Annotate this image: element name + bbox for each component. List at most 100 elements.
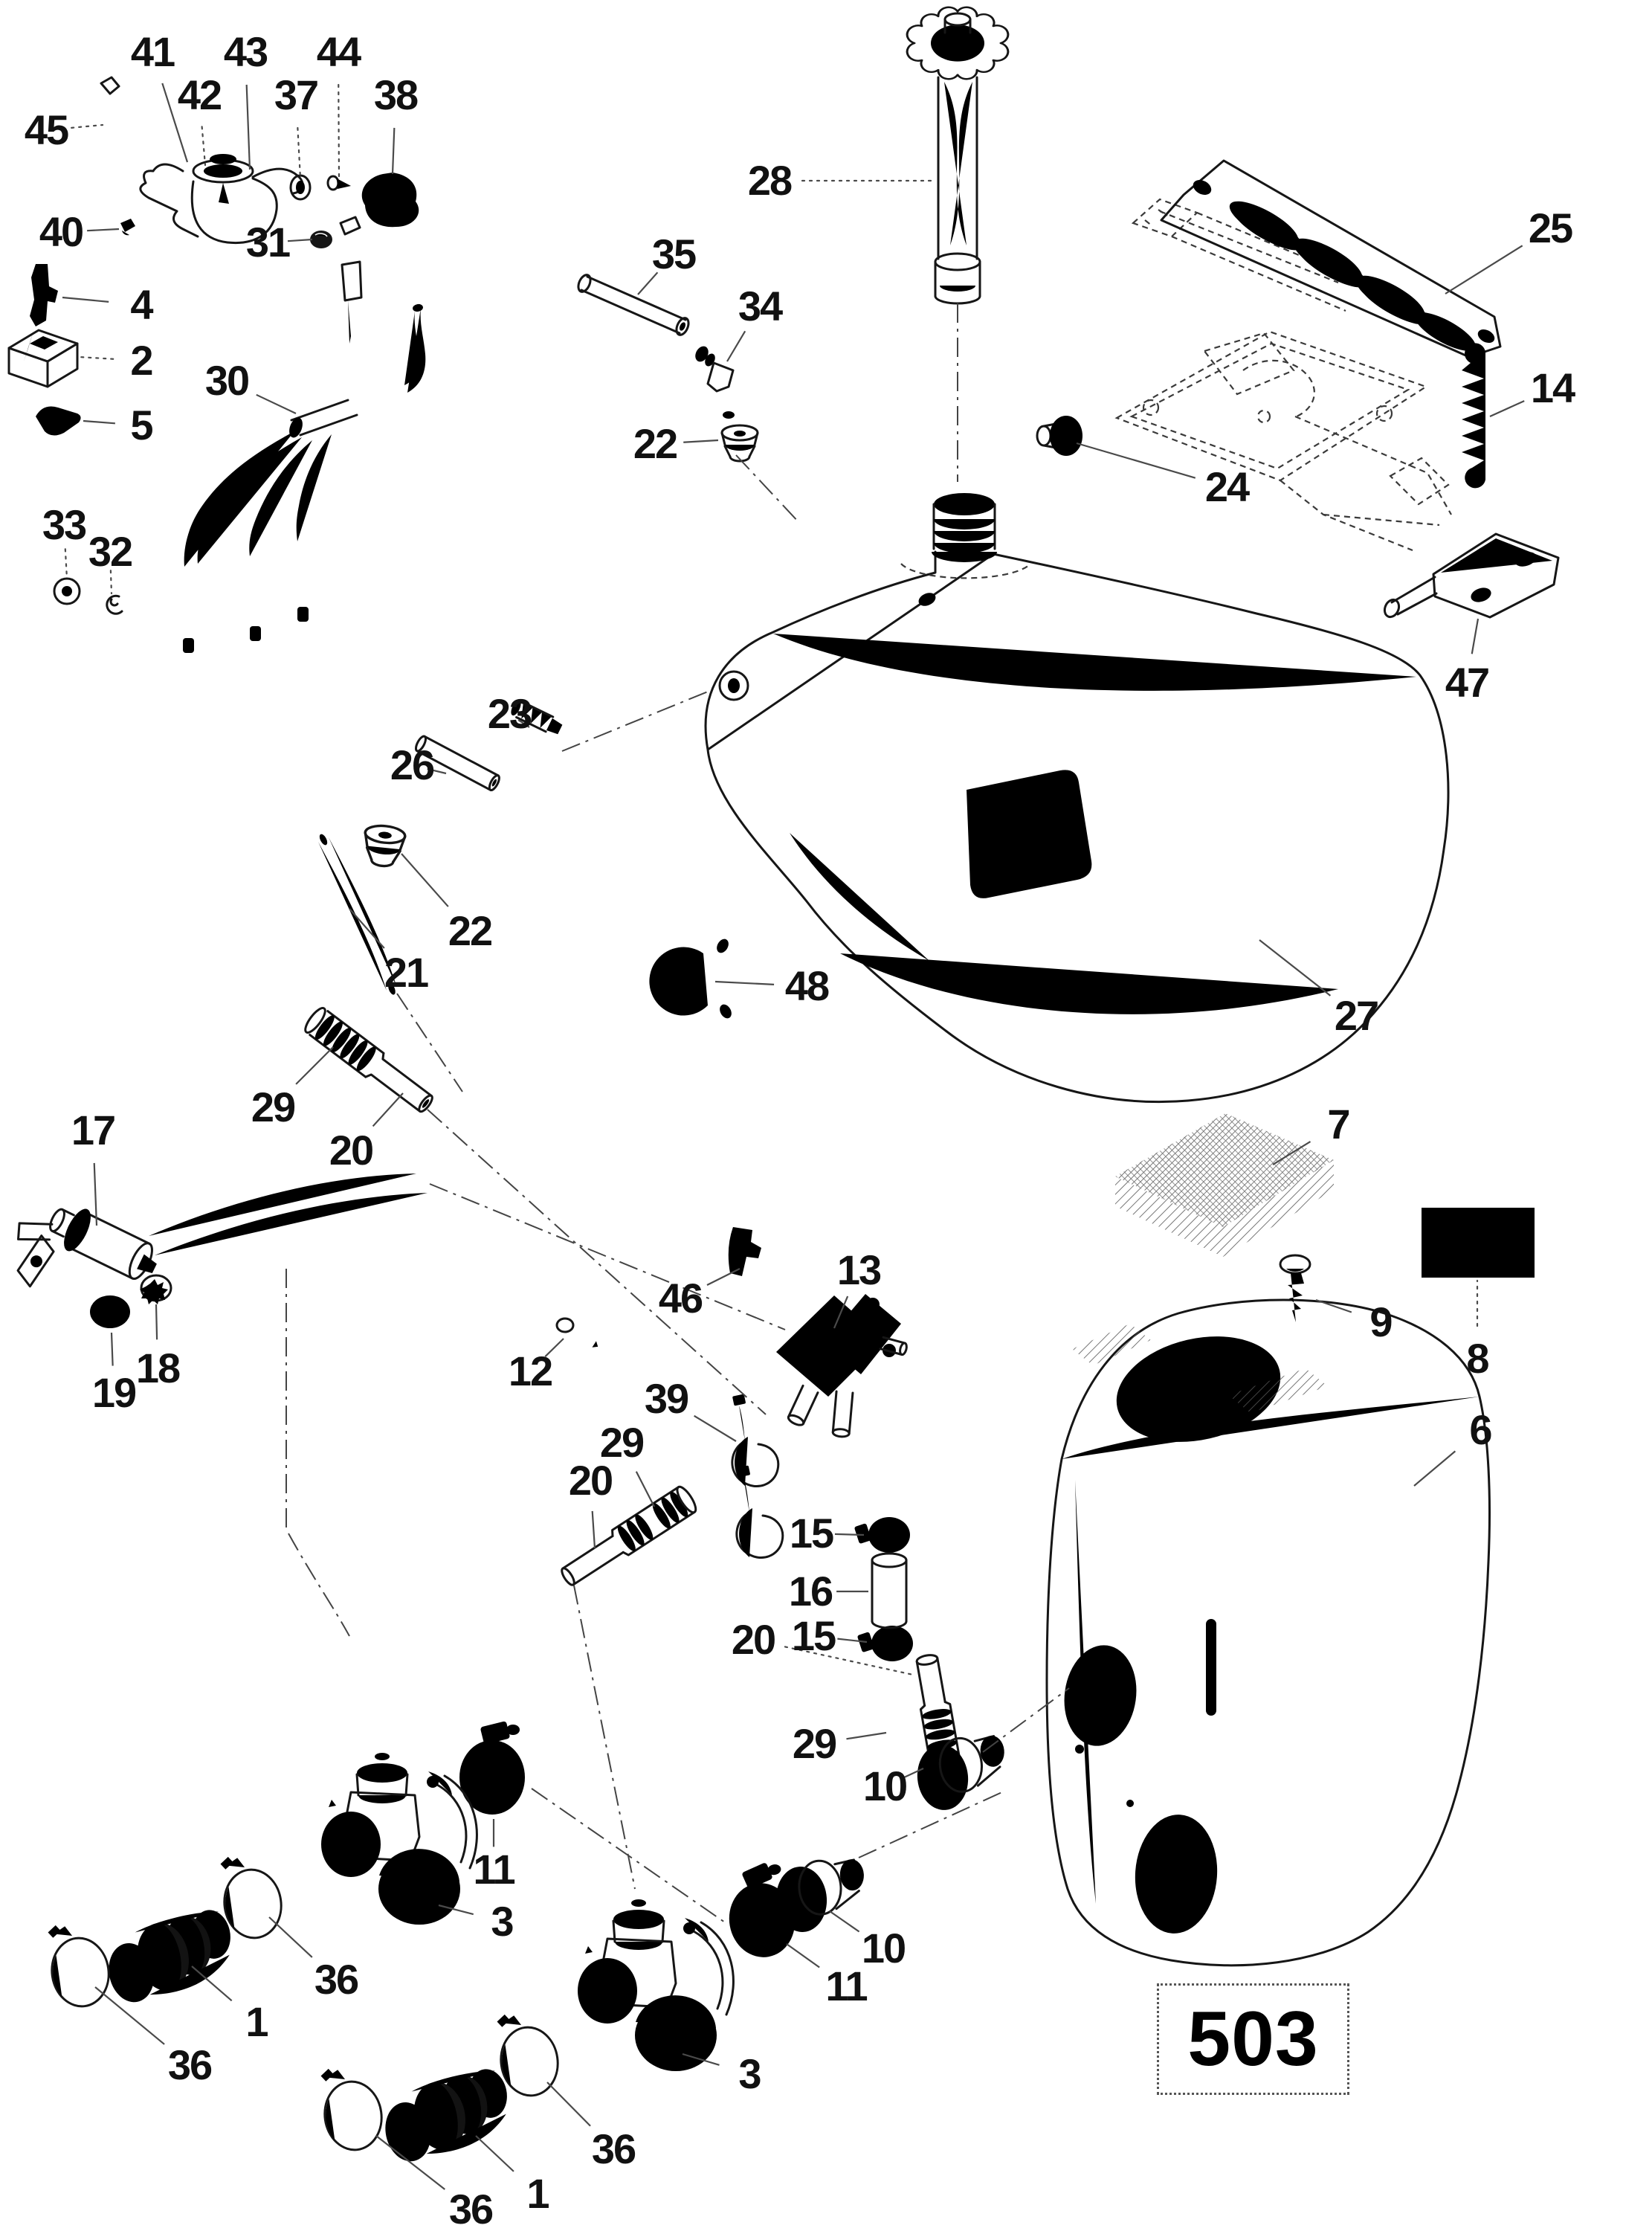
leader-12-35 [544, 1338, 564, 1357]
callout-10-55: 10 [861, 1925, 906, 1971]
callout-16-41: 16 [788, 1568, 833, 1615]
leader-10-45 [901, 1768, 924, 1780]
leader-39-37 [694, 1414, 737, 1442]
carburetor-3-left [321, 1753, 477, 1925]
callout-33-13: 33 [42, 501, 87, 548]
leader-1-53 [191, 1966, 233, 2002]
fuel-gauge-28 [906, 6, 1010, 305]
lock-washer-18 [140, 1274, 172, 1304]
decal-8 [1422, 1208, 1535, 1278]
leader-42-3 [201, 126, 207, 167]
callout-29-38: 29 [599, 1419, 645, 1466]
leader-45-6 [71, 123, 104, 129]
leader-29-44 [846, 1731, 887, 1740]
leader-46-34 [706, 1268, 741, 1286]
callout-47-22: 47 [1445, 659, 1490, 706]
callout-41-0: 41 [130, 28, 175, 75]
leader-43-1 [245, 84, 251, 170]
callout-25-19: 25 [1528, 205, 1573, 251]
leader-18-33 [155, 1304, 158, 1340]
leader-3-57 [682, 2053, 720, 2066]
callout-36-60: 36 [448, 2186, 494, 2231]
leader-35-16 [637, 271, 659, 295]
callout-22-25: 22 [448, 907, 493, 954]
knurled-ring-19 [90, 1295, 130, 1328]
leader-15-40 [834, 1533, 865, 1536]
clamp-36-a [44, 1917, 114, 2012]
mount-strap-25 [1160, 159, 1502, 358]
leader-36-60 [375, 2135, 445, 2190]
callout-36-52: 36 [314, 1956, 359, 2003]
callout-3-57: 3 [738, 2050, 761, 2097]
inline-filter-16 [871, 1533, 908, 1645]
leader-40-7 [87, 228, 120, 232]
callout-39-37: 39 [644, 1375, 689, 1422]
leader-14-20 [1489, 400, 1525, 418]
push-rivet-9 [1279, 1254, 1311, 1322]
callout-17-31: 17 [71, 1107, 116, 1153]
callout-30-12: 30 [204, 357, 250, 404]
callout-3-51: 3 [491, 1898, 514, 1945]
throttle-cable-30 [183, 303, 426, 653]
hose-29-20-pump [561, 1485, 697, 1586]
leader-20-30 [372, 1092, 404, 1127]
leader-31-8 [287, 238, 313, 242]
elbow-fitting-34 [695, 346, 735, 419]
callout-15-40: 15 [789, 1510, 834, 1556]
leader-48-27 [714, 980, 775, 985]
leader-38-5 [391, 127, 396, 175]
callout-21-26: 21 [384, 949, 429, 996]
callout-34-17: 34 [738, 283, 783, 329]
leader-36-52 [268, 1916, 313, 1958]
callout-48-27: 48 [784, 962, 830, 1009]
callout-6-49: 6 [1469, 1406, 1492, 1453]
callout-19-32: 19 [91, 1369, 137, 1416]
leader-33-13 [64, 548, 68, 580]
callout-9-47: 9 [1369, 1298, 1393, 1345]
leader-19-32 [110, 1332, 114, 1366]
callout-10-45: 10 [862, 1762, 908, 1809]
intake-socket-1-left [100, 1906, 241, 2006]
callout-13-36: 13 [836, 1246, 882, 1293]
assembly-centerlines [427, 303, 1070, 1923]
callout-31-8: 31 [245, 219, 291, 265]
leader-17-31 [93, 1162, 98, 1226]
callout-20-30: 20 [329, 1127, 374, 1174]
callout-20-39: 20 [568, 1457, 613, 1504]
leader-30-12 [256, 393, 297, 414]
callout-18-33: 18 [135, 1345, 181, 1391]
airbox-6 [1045, 1298, 1491, 1967]
leader-23-23 [517, 719, 530, 728]
throttle-lever-assembly [7, 76, 419, 615]
leader-20-43 [784, 1646, 914, 1676]
callout-22-18: 22 [633, 420, 678, 467]
leader-2-10 [77, 355, 114, 360]
callout-20-43: 20 [731, 1616, 776, 1663]
leader-11-56 [786, 1943, 820, 1968]
intake-socket-1-right [376, 2065, 517, 2166]
fastener-knob-24 [1036, 416, 1082, 456]
callout-2-10: 2 [130, 337, 153, 384]
bracket-47 [1383, 532, 1560, 619]
leader-25-19 [1445, 245, 1523, 294]
callout-23-23: 23 [487, 690, 532, 737]
leader-9-47 [1315, 1298, 1352, 1313]
leader-6-49 [1413, 1450, 1456, 1487]
leader-7-46 [1272, 1141, 1311, 1165]
bracket-46 [728, 1227, 761, 1276]
callout-4-9: 4 [130, 281, 153, 328]
screw-12 [555, 1317, 598, 1348]
callout-1-53: 1 [245, 1998, 268, 2045]
clamp-36-c [317, 2061, 387, 2155]
leader-36-54 [94, 1986, 165, 2045]
leader-10-55 [829, 1910, 860, 1933]
callout-29-29: 29 [251, 1084, 296, 1130]
leader-34-17 [726, 330, 746, 362]
leader-37-4 [297, 126, 302, 180]
leader-21-26 [349, 908, 385, 949]
callout-5-11: 5 [130, 402, 153, 448]
clamp-15-upper [848, 1513, 910, 1553]
leader-22-18 [683, 439, 719, 443]
